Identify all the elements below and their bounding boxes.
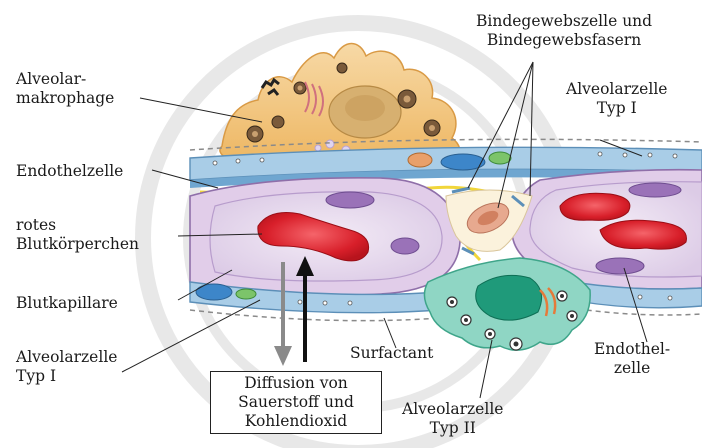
label-line: Alveolarzelle <box>16 348 117 367</box>
label-surfactant: Surfactant <box>350 344 433 363</box>
label-line: Surfactant <box>350 344 433 363</box>
label-line: Typ I <box>16 367 117 386</box>
label-endothelial-left: Endothelzelle <box>16 162 123 181</box>
label-line: Sauerstoff und <box>217 393 375 412</box>
label-endothelial-right: Endothel- zelle <box>594 340 670 378</box>
label-line: Alveolarzelle <box>402 400 503 419</box>
label-alveolar-type1-bottom: Alveolarzelle Typ I <box>16 348 117 386</box>
label-line: Endothelzelle <box>16 162 123 181</box>
label-line: Blutkörperchen <box>16 235 139 254</box>
label-line: makrophage <box>16 89 114 108</box>
label-line: Typ II <box>402 419 503 438</box>
red-blood-cell-right-2 <box>600 220 686 249</box>
label-red-blood-cell: rotes Blutkörperchen <box>16 216 139 254</box>
label-line: Diffusion von <box>217 374 375 393</box>
label-line: zelle <box>594 359 670 378</box>
label-line: Blutkapillare <box>16 294 118 313</box>
label-line: rotes <box>16 216 139 235</box>
label-line: Alveolar- <box>16 70 114 89</box>
label-line: Kohlendioxid <box>217 412 375 431</box>
diffusion-box: Diffusion von Sauerstoff und Kohlendioxi… <box>210 371 382 434</box>
label-line: Typ I <box>566 99 667 118</box>
label-line: Alveolarzelle <box>566 80 667 99</box>
left-capillary <box>190 178 460 296</box>
label-alveolar-type2: Alveolarzelle Typ II <box>402 400 503 438</box>
red-blood-cell-right-1 <box>560 193 630 220</box>
label-alveolar-type1-top: Alveolarzelle Typ I <box>566 80 667 118</box>
label-line: Endothel- <box>594 340 670 359</box>
label-capillary: Blutkapillare <box>16 294 118 313</box>
label-alveolar-macrophage: Alveolar- makrophage <box>16 70 114 108</box>
alveolar-type2-cell <box>424 258 590 350</box>
label-line: Bindegewebszelle und <box>476 12 652 31</box>
label-connective-tissue: Bindegewebszelle und Bindegewebsfasern <box>476 12 652 50</box>
label-line: Bindegewebsfasern <box>476 31 652 50</box>
